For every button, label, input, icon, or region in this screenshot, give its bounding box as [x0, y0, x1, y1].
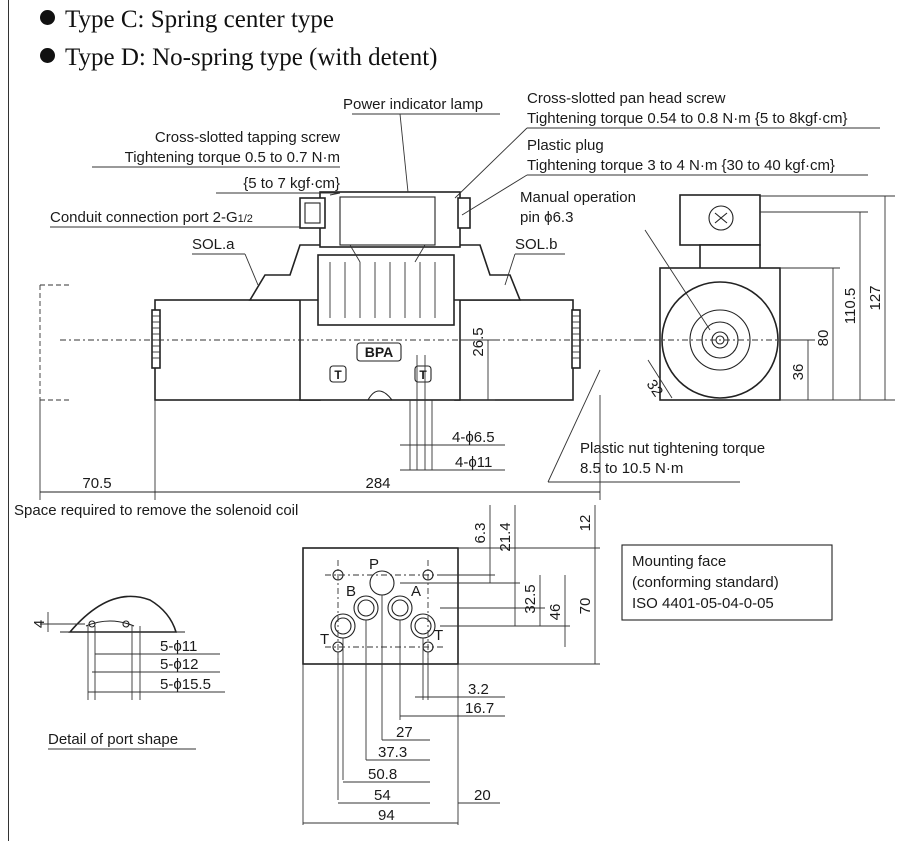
port-b-label: B [346, 583, 356, 600]
t-mark-right-text: T [419, 368, 427, 382]
side-terminal-box [679, 194, 761, 246]
drawing-frame [8, 0, 906, 841]
dim-4: 4 [31, 620, 48, 628]
dim-5-phi-15-5: 5-ϕ15.5 [160, 676, 211, 693]
pan-head-label-2: Tightening torque 0.54 to 0.8 N·m {5 to … [527, 110, 847, 127]
heading-type-d-text: Type D: No-spring type (with detent) [65, 44, 438, 71]
terminal-box [319, 191, 461, 248]
manual-pin-label-2: pin ϕ6.3 [520, 209, 573, 226]
dim-20: 20 [474, 787, 491, 804]
left-solenoid-body [154, 299, 321, 401]
brand-text: BPA [365, 344, 394, 360]
dim-5-phi-11: 5-ϕ11 [160, 638, 197, 655]
dim-70: 70 [577, 598, 594, 615]
dim-4-phi-11: 4-ϕ11 [455, 454, 492, 471]
dim-21-4: 21.4 [497, 522, 514, 551]
dim-26-5: 26.5 [470, 327, 487, 356]
mounting-face: P B A T T 6.3 21.4 32.5 46 12 70 3.2 [302, 505, 833, 825]
valve-side-view: 32 36 80 110.5 127 [640, 194, 895, 401]
tapping-label-2: Tightening torque 0.5 to 0.7 N·m [125, 149, 340, 166]
port-a-label: A [411, 583, 421, 600]
manual-knob-left [151, 309, 161, 369]
front-view-annotations: Power indicator lamp Cross-slotted pan h… [14, 90, 880, 519]
space-removal-label: Space required to remove the solenoid co… [14, 502, 298, 519]
tapping-label-1: Cross-slotted tapping screw [155, 129, 340, 146]
t-mark-left-text: T [334, 368, 342, 382]
dim-50-8: 50.8 [368, 766, 397, 783]
dim-6-3: 6.3 [472, 523, 489, 544]
t-mark-left [329, 365, 347, 383]
brand-badge [356, 342, 402, 362]
pan-head-label-1: Cross-slotted pan head screw [527, 90, 726, 107]
heading-type-c-text: Type C: Spring center type [65, 6, 335, 33]
conduit-label: Conduit connection port 2-G1/2 [50, 209, 253, 226]
plug-label-2: Tightening torque 3 to 4 N·m {30 to 40 k… [527, 157, 835, 174]
coil-cover [317, 254, 455, 326]
dim-284: 284 [365, 475, 390, 492]
dim-32: 32 [643, 377, 666, 400]
dim-4-phi-6-5: 4-ϕ6.5 [452, 429, 495, 446]
dim-16-7: 16.7 [465, 700, 494, 717]
sol-b-label: SOL.b [515, 236, 558, 253]
dim-37-3: 37.3 [378, 744, 407, 761]
heading-type-c: Type C: Spring center type [40, 6, 334, 34]
dim-27: 27 [396, 724, 413, 741]
valve-front-view: BPA T T [39, 191, 640, 401]
port-t-label-left: T [320, 631, 329, 648]
conduit-label-main: Conduit connection port 2-G [50, 209, 238, 226]
dim-32-5: 32.5 [522, 584, 539, 613]
dim-46: 46 [547, 604, 564, 621]
t-mark-right [414, 365, 432, 383]
manual-knob-right [571, 309, 581, 369]
nut-label-2: 8.5 to 10.5 N·m [580, 460, 683, 477]
heading-type-d: Type D: No-spring type (with detent) [40, 44, 437, 72]
sol-a-label: SOL.a [192, 236, 235, 253]
port-p-label: P [369, 556, 379, 573]
dim-36: 36 [790, 364, 807, 381]
manual-pin-label-1: Manual operation [520, 189, 636, 206]
tapping-label-3: {5 to 7 kgf·cm} [243, 175, 340, 192]
mount-label-1: Mounting face [632, 553, 726, 570]
conduit-label-fraction: 1/2 [238, 213, 253, 225]
mount-label-3: ISO 4401-05-04-0-05 [632, 595, 774, 612]
dim-3-2: 3.2 [468, 681, 489, 698]
port-detail-label: Detail of port shape [48, 731, 178, 748]
power-lamp-label: Power indicator lamp [343, 96, 483, 113]
bullet-icon [40, 10, 55, 25]
nut-label-1: Plastic nut tightening torque [580, 440, 765, 457]
dim-54: 54 [374, 787, 391, 804]
mounting-face-note [621, 544, 833, 621]
plug-label-1: Plastic plug [527, 137, 604, 154]
dim-70-5: 70.5 [82, 475, 111, 492]
dim-5-phi-12: 5-ϕ12 [160, 656, 198, 673]
dim-110-5: 110.5 [842, 288, 859, 324]
mount-label-2: (conforming standard) [632, 574, 779, 591]
port-t-label-right: T [434, 627, 443, 644]
bullet-icon [40, 48, 55, 63]
side-lamp [708, 205, 734, 231]
dim-80: 80 [815, 330, 832, 347]
dim-94: 94 [378, 807, 395, 824]
dim-12: 12 [577, 515, 594, 532]
dim-127: 127 [867, 285, 884, 310]
conduit-port-right [457, 197, 471, 229]
port-shape-detail: 4 5-ϕ11 5-ϕ12 5-ϕ15.5 Detail of port sha… [31, 595, 225, 750]
